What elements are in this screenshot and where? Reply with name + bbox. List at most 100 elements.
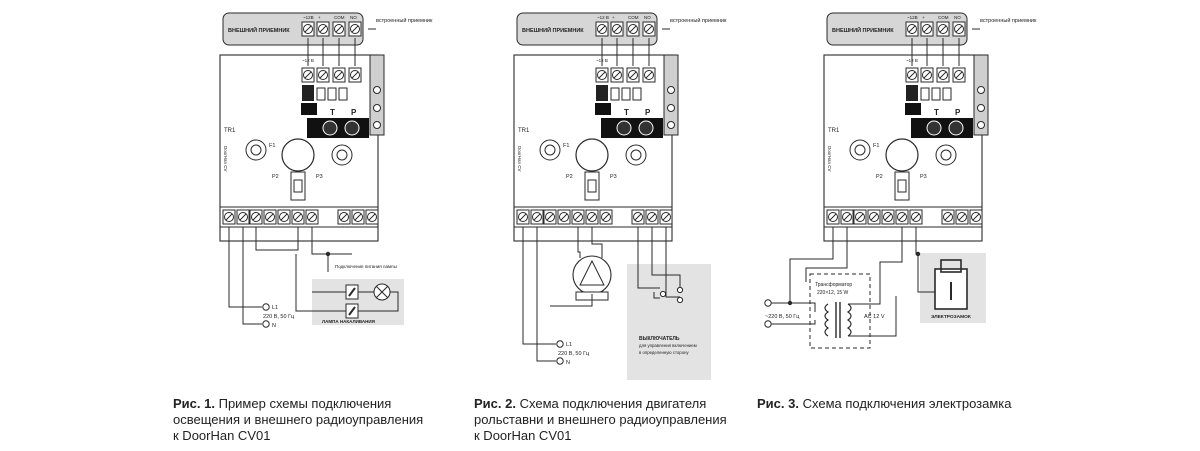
junction-dot [915, 251, 921, 257]
mains-l1-label: L1 [566, 342, 572, 348]
p2-label: P2 [272, 174, 279, 180]
bottom-terminal-7 [909, 209, 923, 225]
screw-slot [939, 25, 947, 33]
f1-label: F1 [563, 143, 569, 149]
button-p-label: P [645, 108, 651, 117]
bottom-terminal-1 [516, 209, 530, 225]
p3-label: P3 [610, 174, 617, 180]
led-block [301, 103, 317, 115]
lamp-terminal-slot [348, 306, 356, 316]
secondary-coil [846, 303, 852, 337]
screw-slot [898, 213, 906, 221]
wire-terminal-node [262, 320, 270, 328]
screw-slot [560, 213, 568, 221]
switch-contact-2 [676, 286, 684, 294]
fuse-capacitor [281, 138, 315, 172]
external-receiver-label: ВНЕШНИЙ ПРИЕМНИК [522, 26, 584, 34]
buttons-block [601, 118, 663, 138]
relay-right-inner [630, 149, 642, 161]
screw-slot [280, 213, 288, 221]
wire-terminal-node [764, 320, 772, 328]
screw-slot [908, 25, 916, 33]
button-p-label: P [955, 108, 961, 117]
wire-l-to-primary [789, 227, 834, 303]
f1-label: F1 [269, 143, 275, 149]
switch-lever [653, 292, 660, 299]
screw-slot [912, 213, 920, 221]
receiver-terminal-label: NO [350, 15, 357, 20]
strip-hole [373, 86, 381, 94]
screw-slot [351, 25, 359, 33]
dip-switch-4 [942, 87, 952, 101]
receiver-terminal-label: ~12 B [597, 15, 609, 20]
caption-fig2-number: Рис. 2. [474, 396, 516, 411]
screw-slot [829, 213, 837, 221]
builtin-receiver-label: встроенный приемник [376, 17, 433, 24]
caption-fig1-line3: к DoorHan CV01 [173, 428, 271, 443]
external-receiver-panel [516, 12, 658, 46]
ac-12v-label: AC 12 V [864, 314, 885, 320]
board-header-terminal-1 [595, 67, 609, 83]
wire-terminal-node [764, 299, 772, 307]
screw-slot [598, 71, 606, 79]
external-receiver-panel [826, 12, 968, 46]
strip-hole [667, 86, 675, 94]
wire-terminal-node [556, 357, 564, 365]
caption-fig1-line2: освещения и внешнего радиоуправления [173, 412, 424, 427]
screw-slot [958, 213, 966, 221]
bottom-terminal-9 [955, 209, 969, 225]
receiver-terminal-label: NO [644, 15, 651, 20]
screw-slot [335, 71, 343, 79]
board-header-terminal-4 [348, 67, 362, 83]
receiver-terminal-label: NO [954, 15, 961, 20]
screw-slot [648, 213, 656, 221]
button-t [322, 120, 338, 136]
wire-bridge [255, 227, 299, 251]
dip-switch-4 [338, 87, 348, 101]
lock-label: ЭЛЕКТРОЗАМОК [931, 314, 971, 320]
p3-label: P3 [316, 174, 323, 180]
fuse-capacitor [575, 138, 609, 172]
screw-slot [645, 25, 653, 33]
lamp-cross-2 [375, 285, 389, 299]
screw-slot [308, 213, 316, 221]
transformer-spec: 220×12, 15 W [817, 290, 849, 296]
bottom-terminal-2 [236, 209, 250, 225]
wire-primary-a [771, 302, 816, 312]
bottom-terminal-10 [659, 209, 673, 225]
button-p [948, 120, 964, 136]
receiver-terminal-label: + [612, 15, 615, 20]
external-receiver-label: ВНЕШНИЙ ПРИЕМНИК [228, 26, 290, 34]
transformer-box [809, 273, 871, 349]
buttons-block [307, 118, 369, 138]
varistor [293, 179, 303, 193]
primary-coil [824, 303, 830, 337]
receiver-terminal-3 [626, 21, 640, 37]
button-t-label: T [934, 108, 939, 117]
screw-slot [843, 213, 851, 221]
wire-lamp-1 [311, 227, 352, 255]
lamp-wire-c [358, 291, 399, 312]
bottom-terminal-6 [585, 209, 599, 225]
lamp-label: ЛАМПА НАКАЛИВАНИЯ [322, 319, 375, 324]
screw-slot [944, 213, 952, 221]
caption-fig1-line1: Пример схемы подключения [218, 396, 392, 411]
wire-n [536, 227, 556, 362]
screw-slot [634, 213, 642, 221]
dip-switch-2 [920, 87, 930, 101]
receiver-terminal-label: + [922, 15, 925, 20]
builtin-receiver-label: встроенный приемник [670, 17, 727, 24]
dip-switch-4 [632, 87, 642, 101]
caption-fig3: Рис. 3. Схема подключения электрозамка [757, 396, 1012, 412]
receiver-terminal-2 [610, 21, 624, 37]
caption-fig2-line3: к DoorHan CV01 [474, 428, 572, 443]
wire-switch-1 [637, 227, 660, 289]
screw-slot [351, 71, 359, 79]
board-header-terminal-2 [316, 67, 330, 83]
screw-slot [368, 213, 376, 221]
screw-slot [574, 213, 582, 221]
strip-hole [667, 104, 675, 112]
wire-terminal-node [556, 340, 564, 348]
receiver-terminal-4 [642, 21, 656, 37]
